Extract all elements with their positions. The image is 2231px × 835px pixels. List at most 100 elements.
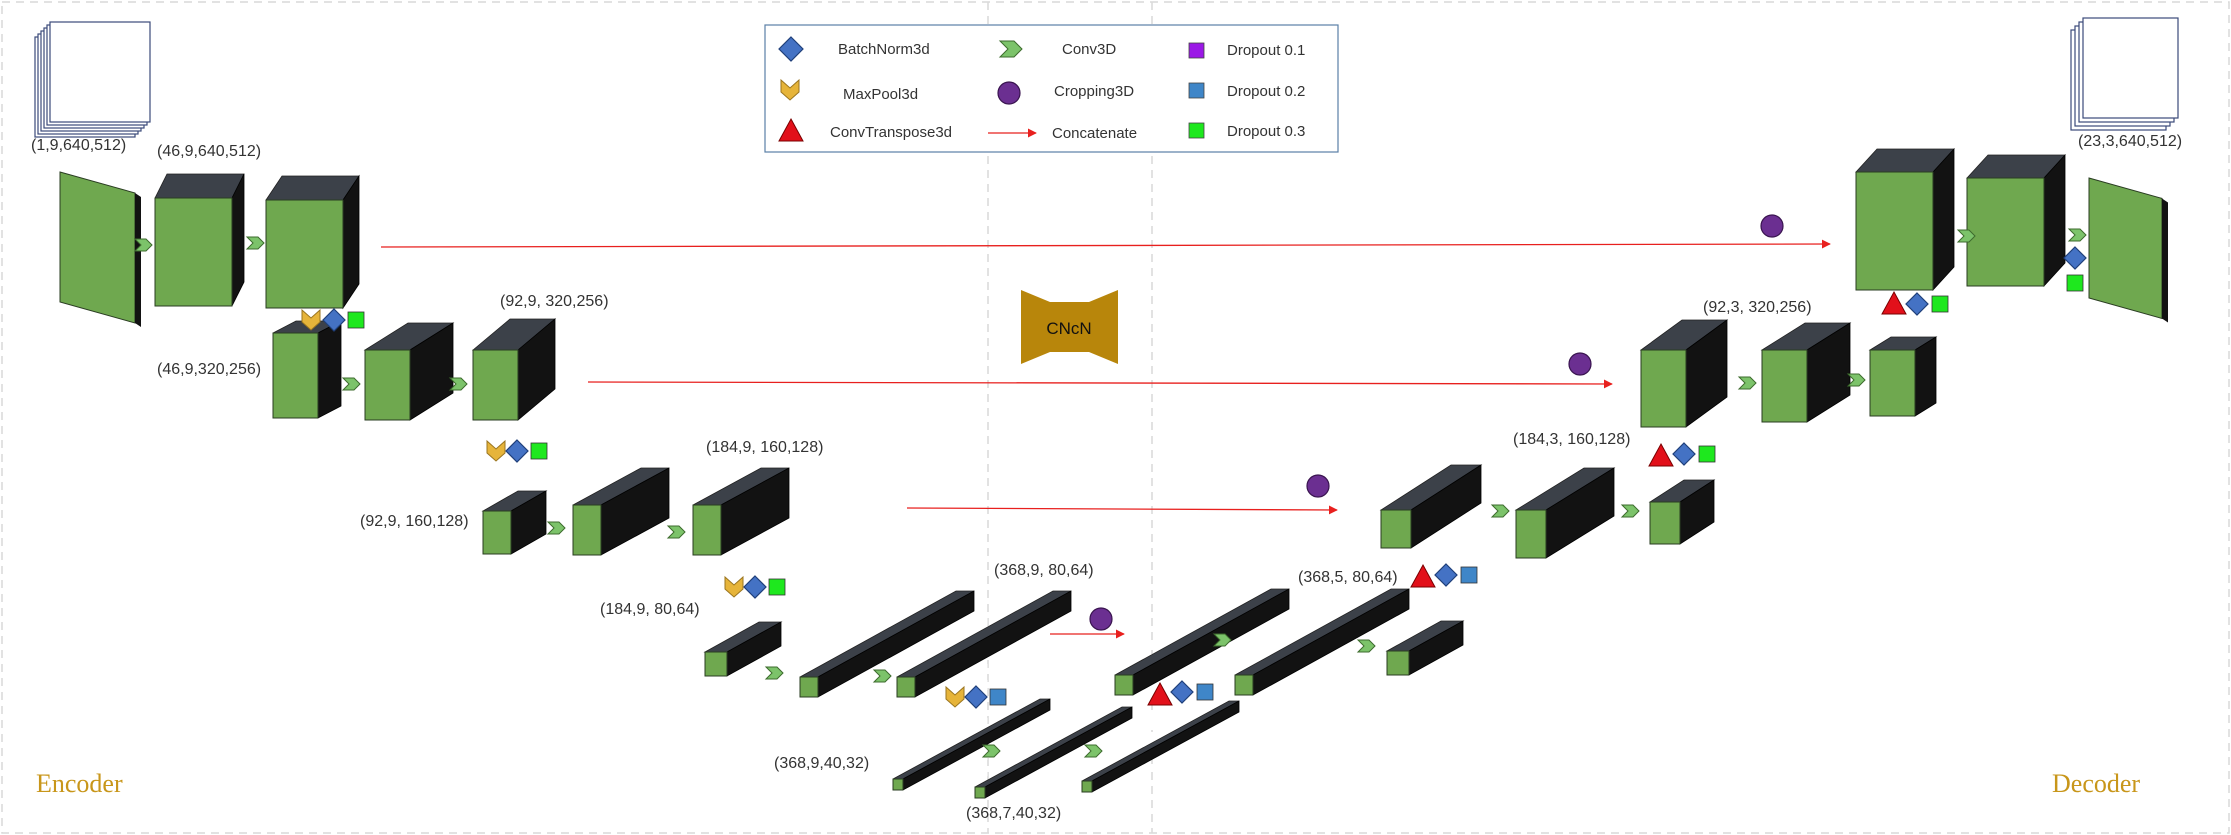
convtranspose-triangle-icon [1648, 442, 1674, 467]
legend-label-cropping: Cropping3D [1054, 83, 1134, 100]
batchnorm-diamond-icon [1434, 563, 1458, 587]
conv3d-arrow-icon [1846, 373, 1866, 387]
enc4-block-1 [703, 621, 783, 677]
dec3-block-2 [1514, 467, 1616, 559]
batchnorm-diamond-icon [964, 685, 988, 709]
dropout-02-square-icon [1188, 82, 1205, 99]
convtranspose-triangle-icon [778, 117, 804, 142]
legend-label-dropout-01: Dropout 0.1 [1227, 42, 1305, 59]
convtranspose-triangle-icon [1410, 563, 1436, 588]
conv3d-arrow-icon [133, 238, 153, 252]
maxpool-chevron-icon [780, 78, 800, 101]
enc3-block-1 [481, 490, 548, 555]
conv3d-arrow-icon [341, 377, 361, 391]
skip-connection-1 [380, 239, 1831, 249]
legend-box [764, 24, 1339, 153]
bottleneck-shape [1021, 290, 1118, 364]
shape-label-enc3-out: (184,9, 160,128) [706, 439, 823, 456]
maxpool-chevron-icon [724, 575, 744, 598]
batchnorm-diamond-icon [1905, 292, 1929, 316]
legend-label-dropout-03: Dropout 0.3 [1227, 123, 1305, 140]
shape-label-enc4-out: (368,9, 80,64) [994, 562, 1094, 579]
conv3d-arrow-icon [666, 525, 686, 539]
operation-symbols [133, 214, 2087, 758]
enc5-block-3 [1081, 700, 1240, 793]
shape-label-dec4: (368,5, 80,64) [1298, 569, 1398, 586]
maxpool-chevron-icon [945, 685, 965, 708]
shape-label-enc2-in: (46,9,320,256) [157, 361, 261, 378]
maxpool-chevron-icon [486, 439, 506, 462]
conv3d-arrow-icon [1083, 744, 1103, 758]
batchnorm-diamond-icon [2063, 246, 2087, 270]
convtranspose-triangle-icon [1147, 681, 1173, 706]
dropout-03-square-icon [1698, 445, 1716, 463]
legend-label-convtranspose: ConvTranspose3d [830, 124, 952, 141]
dropout-03-square-icon [530, 442, 548, 460]
dropout-02-square-icon [989, 688, 1007, 706]
shape-label-input: (1,9,640,512) [31, 137, 126, 154]
output-image-stack [2070, 17, 2179, 131]
legend-label-maxpool: MaxPool3d [843, 86, 918, 103]
shape-label-enc5-in: (368,9,40,32) [774, 755, 869, 772]
bottleneck-label: CNcN [1046, 319, 1091, 338]
conv3d-arrow-icon [1737, 376, 1757, 390]
batchnorm-diamond-icon [322, 308, 346, 332]
enc5-block-1 [892, 698, 1051, 791]
dec3-block-1 [1379, 464, 1483, 549]
skip-connection-2 [587, 379, 1613, 389]
enc1-input-block [59, 171, 141, 327]
maxpool-chevron-icon [301, 308, 321, 331]
enc1-conv-block-2 [265, 174, 360, 310]
dec2-block-1 [1639, 319, 1729, 428]
shape-label-enc4-in: (184,9, 80,64) [600, 601, 700, 618]
batchnorm-diamond-icon [505, 439, 529, 463]
dropout-02-square-icon [1460, 566, 1478, 584]
dropout-03-square-icon [1931, 295, 1949, 313]
batchnorm-diamond-icon [743, 575, 767, 599]
enc1-conv-block-1 [154, 173, 245, 307]
convtranspose-triangle-icon [1881, 290, 1907, 315]
legend-label-concatenate: Concatenate [1052, 125, 1137, 142]
dec4-block-1 [1114, 588, 1290, 696]
decoder-label: Decoder [2052, 769, 2140, 798]
shape-label-dec3: (184,3, 160,128) [1513, 431, 1630, 448]
cropping-circle-icon [1306, 474, 1330, 498]
shape-label-dec2: (92,3, 320,256) [1703, 299, 1812, 316]
batchnorm-diamond-icon [778, 36, 804, 62]
batchnorm-diamond-icon [1672, 442, 1696, 466]
enc4-block-3 [896, 590, 1072, 698]
conv3d-arrow-icon [1956, 229, 1976, 243]
conv3d-arrow-icon [1356, 639, 1376, 653]
dec4-block-3 [1385, 620, 1465, 676]
dec3-block-3 [1648, 479, 1716, 545]
input-image-stack [34, 21, 151, 138]
enc2-block-3 [471, 318, 557, 421]
shape-label-bottom-out: (368,7,40,32) [966, 805, 1061, 822]
legend-label-conv3d: Conv3D [1062, 41, 1116, 58]
skip-connection-3 [906, 505, 1338, 515]
cropping-circle-icon [997, 81, 1021, 105]
enc2-block-2 [363, 322, 455, 421]
dropout-03-square-icon [2066, 274, 2084, 292]
dec2-block-3 [1868, 336, 1938, 417]
enc5-block-2 [974, 706, 1133, 799]
shape-label-output: (23,3,640,512) [2078, 133, 2182, 150]
dec2-block-2 [1760, 322, 1852, 423]
cropping-circle-icon [1089, 607, 1113, 631]
conv3d-arrow-icon [448, 377, 468, 391]
dec1-block-2 [1966, 153, 2066, 288]
conv3d-arrow-icon [546, 521, 566, 535]
skip-connections [380, 239, 1831, 639]
conv3d-arrow-icon [245, 236, 265, 250]
conv3d-arrow-icon [2067, 228, 2087, 242]
shape-label-enc2-out: (92,9, 320,256) [500, 293, 609, 310]
conv3d-arrow-icon [998, 40, 1023, 58]
dropout-03-square-icon [1188, 122, 1205, 139]
enc3-block-2 [572, 467, 670, 556]
conv3d-arrow-icon [981, 744, 1001, 758]
enc3-block-3 [692, 467, 790, 556]
legend-label-dropout-02: Dropout 0.2 [1227, 83, 1305, 100]
conv3d-arrow-icon [764, 666, 784, 680]
dec4-block-2 [1234, 588, 1410, 696]
shape-label-enc1: (46,9,640,512) [157, 143, 261, 160]
